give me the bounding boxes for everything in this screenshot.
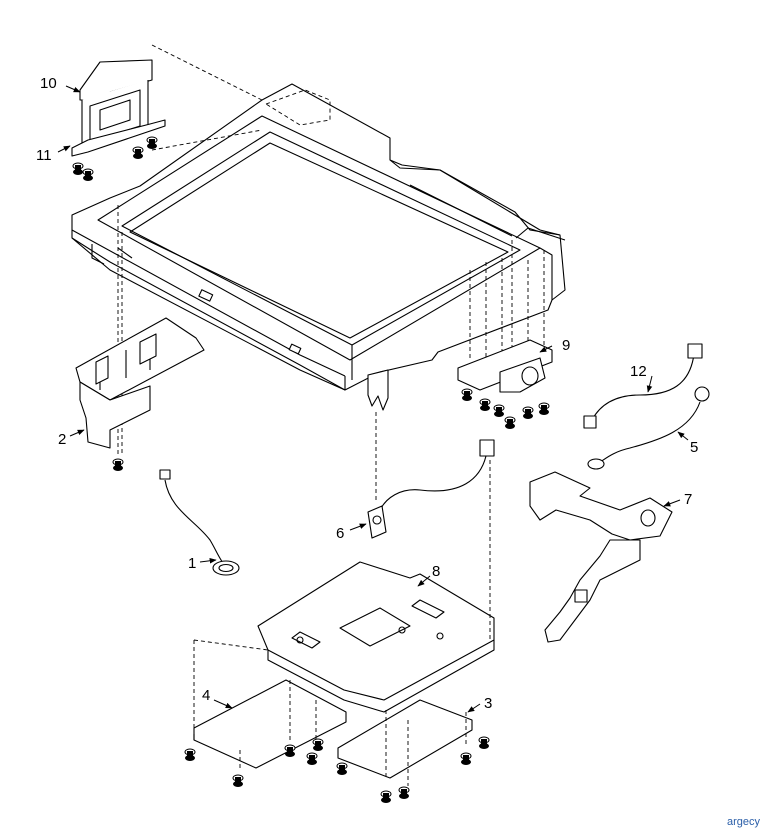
sensor-cable-part-1: [159, 469, 240, 576]
board-part-3: [336, 699, 490, 804]
harness-part-6: [367, 412, 495, 539]
watermark-text: argecy: [726, 816, 760, 828]
bracket-part-9: [457, 339, 553, 430]
callout-labels: 10 11 2 9 12 5 7 6 1 8 4 3: [36, 75, 698, 712]
callout-4: 4: [202, 687, 210, 704]
bracket-part-10-11: [71, 59, 166, 182]
callout-8: 8: [432, 563, 440, 580]
callout-6: 6: [336, 525, 344, 542]
base-plate-part-8: [257, 460, 495, 713]
callout-12: 12: [630, 363, 647, 380]
cable-part-12: [583, 343, 703, 429]
callout-1: 1: [188, 555, 196, 572]
ground-cable-part-5: [587, 386, 710, 470]
callout-10: 10: [40, 75, 57, 92]
callout-leaders: [57, 85, 689, 713]
bracket-part-2: [75, 317, 205, 472]
callout-11: 11: [36, 147, 52, 164]
board-part-4: [184, 639, 347, 788]
callout-5: 5: [690, 439, 698, 456]
bracket-part-7: [529, 471, 673, 643]
callout-9: 9: [562, 337, 570, 354]
callout-2: 2: [58, 431, 66, 448]
callout-7: 7: [684, 491, 692, 508]
callout-3: 3: [484, 695, 492, 712]
scanner-main-unit: [71, 44, 566, 455]
